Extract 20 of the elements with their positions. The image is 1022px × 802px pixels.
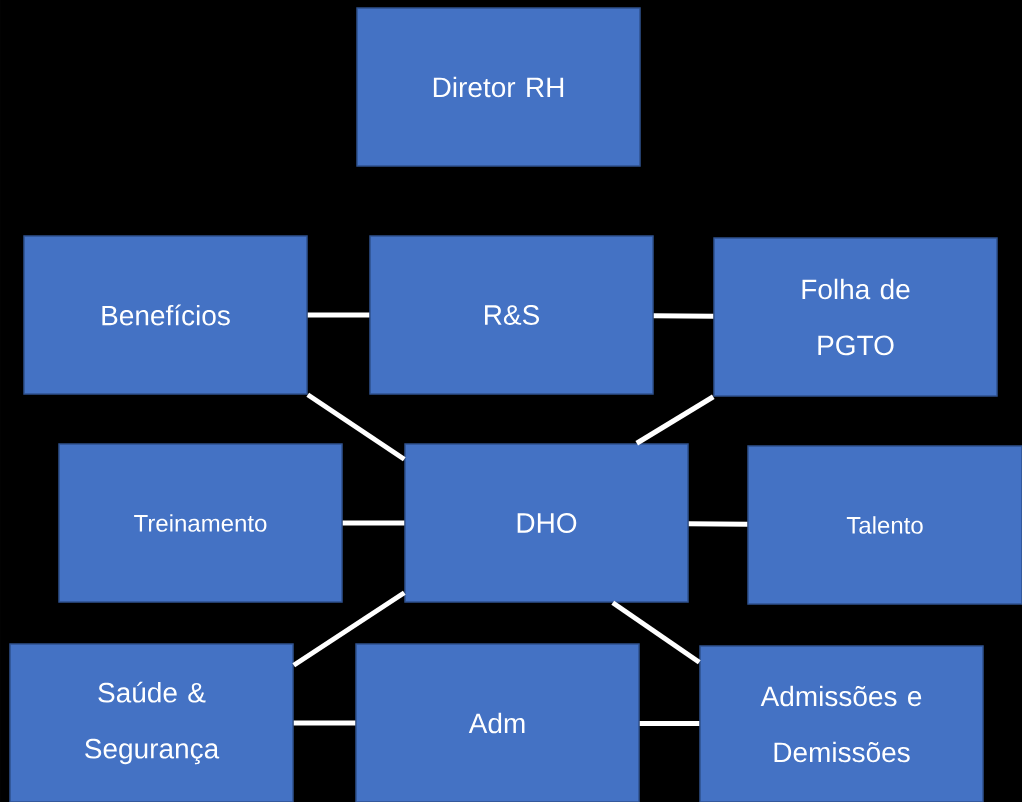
process-box: Admissões e Demissões bbox=[699, 645, 984, 802]
process-box: Folha de PGTO bbox=[713, 237, 998, 397]
connector-line bbox=[611, 600, 701, 665]
process-box: Diretor RH bbox=[356, 7, 641, 167]
connector-line bbox=[342, 520, 405, 526]
connector-line bbox=[306, 392, 406, 462]
connector-line bbox=[639, 720, 700, 727]
connector-line bbox=[688, 521, 748, 527]
connector-line bbox=[653, 313, 714, 319]
process-box: Adm bbox=[355, 643, 640, 802]
process-box: R&S bbox=[369, 235, 654, 395]
process-box: Treinamento bbox=[58, 443, 343, 603]
connector-line bbox=[293, 720, 356, 726]
connector-line bbox=[292, 590, 406, 668]
process-box: Talento bbox=[747, 445, 1022, 605]
connector-line bbox=[635, 394, 715, 446]
connector-line bbox=[307, 312, 370, 318]
process-box: Saúde & Segurança bbox=[9, 643, 294, 802]
process-box: DHO bbox=[404, 443, 689, 603]
process-box: Benefícios bbox=[23, 235, 308, 395]
